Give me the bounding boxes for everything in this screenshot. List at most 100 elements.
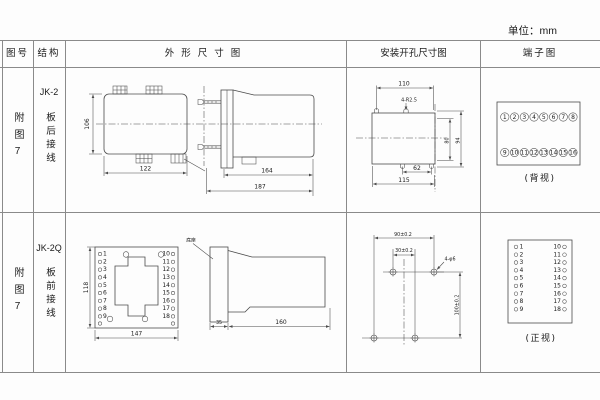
note-row1-corner: 4-R2.5 (401, 98, 417, 104)
terminal-circle (562, 252, 567, 257)
terminal-number: 15 (553, 283, 561, 290)
terminal-number: 2 (513, 114, 517, 121)
terminal-number: 8 (103, 305, 107, 312)
terminal-number: 4 (520, 267, 524, 274)
terminal-number: 16 (553, 290, 561, 297)
row1-mounting-drawing: 110 4-R2.5 80 94 62 115 (356, 81, 464, 192)
terminal-circle (562, 276, 567, 281)
terminal-number: 6 (552, 114, 556, 121)
terminal-circle (98, 252, 102, 256)
terminal-circle (558, 112, 568, 122)
dim-row1-bottom-width: 115 (398, 177, 410, 184)
terminal-circle (98, 314, 102, 319)
dim-row2-width: 147 (131, 331, 143, 338)
terminal-circle (549, 112, 558, 122)
terminal-circle (539, 112, 549, 122)
terminal-number: 1 (103, 251, 107, 258)
terminal-circle (98, 283, 102, 288)
terminal-number: 10 (511, 149, 519, 156)
terminal-circle (513, 283, 519, 288)
terminal-circle (171, 321, 175, 326)
row1-outline-front-view: 106 122 (84, 85, 322, 176)
terminal-circle (513, 260, 519, 265)
terminal-circle (562, 268, 567, 273)
terminal-number: 18 (553, 306, 561, 313)
dim-row1-width: 122 (140, 166, 152, 173)
row1-terminal-caption: (背视) (524, 172, 555, 184)
terminal-circle (519, 148, 529, 157)
terminal-circle (171, 291, 175, 295)
terminal-circle (98, 321, 102, 326)
dim-row1-bottom-inner: 62 (413, 165, 421, 172)
terminal-circle (98, 298, 102, 303)
terminal-circle (171, 314, 175, 319)
terminal-number: 9 (503, 149, 507, 156)
terminal-circle (529, 112, 539, 122)
terminal-number: 5 (103, 282, 107, 289)
terminal-number: 12 (530, 149, 538, 156)
terminal-circle (568, 148, 578, 157)
row2-fig-no-cell: 附图7 (2, 267, 33, 319)
note-row2-holes: 4-φ6 (445, 257, 456, 263)
terminal-number: 16 (162, 297, 170, 304)
terminal-circle (98, 275, 102, 280)
row1-wiring: 板后接线 (44, 112, 55, 166)
row2-wiring: 板前接线 (44, 267, 55, 321)
dim-row2-flange: 35 (216, 320, 222, 326)
terminal-circle (171, 283, 175, 288)
terminal-number: 7 (520, 290, 524, 297)
terminal-circle (98, 267, 102, 272)
terminal-number: 3 (522, 114, 526, 121)
terminal-circle (171, 259, 175, 264)
terminal-circle (510, 112, 520, 122)
terminal-number: 8 (520, 298, 524, 305)
terminal-circle (171, 252, 175, 256)
row2-mounting-drawing: 90±0.2 30±0.2 4-φ6 100±0.2 (362, 232, 463, 346)
row2-model: JK-2Q (36, 243, 62, 253)
terminal-number: 11 (520, 149, 528, 156)
row2-terminal-caption: (正视) (525, 332, 556, 344)
terminal-circle (562, 291, 567, 296)
terminal-number: 12 (162, 266, 170, 273)
terminal-circle (171, 306, 175, 311)
terminal-number: 2 (103, 258, 107, 265)
dim-row1-body-len: 164 (261, 168, 273, 175)
terminal-circle (171, 298, 175, 303)
row1-outline-side-view: 164 187 (197, 86, 315, 196)
terminal-circle (171, 267, 175, 272)
terminal-circle (539, 148, 549, 157)
dim-row2-hinner: 30±0.2 (395, 248, 413, 254)
header-structure: 结构 (37, 48, 61, 59)
terminal-number: 15 (162, 290, 170, 297)
dim-row2-hspan: 90±0.2 (394, 232, 412, 238)
header-fig-no: 图号 (5, 48, 29, 59)
terminal-circle (513, 307, 519, 312)
row1-model: JK-2 (39, 87, 59, 97)
row1-wiring-cell: 板后接线 (33, 112, 65, 166)
dim-row2-height: 118 (83, 282, 90, 294)
terminal-number: 12 (553, 259, 561, 266)
terminal-circle (562, 299, 567, 304)
dim-row1-inner-height: 80 (445, 137, 451, 143)
terminal-circle (513, 268, 519, 273)
terminal-circle (513, 244, 519, 249)
terminal-number: 3 (520, 259, 524, 266)
terminal-circle (558, 148, 568, 157)
row2-outline-side-view: 底座 35 160 (186, 237, 331, 330)
terminal-circle (562, 283, 567, 288)
terminal-number: 6 (103, 290, 107, 297)
terminal-circle (98, 306, 102, 311)
terminal-circle (562, 244, 567, 249)
terminal-circle (549, 148, 558, 157)
base-label: 底座 (186, 237, 196, 244)
dim-row1-total-len: 187 (254, 184, 266, 191)
dim-row1-outer-height: 94 (456, 137, 462, 143)
dim-row1-top-width: 110 (398, 81, 410, 88)
header-terminal-diagram: 端子图 (522, 48, 558, 59)
terminal-number: 11 (162, 258, 170, 265)
